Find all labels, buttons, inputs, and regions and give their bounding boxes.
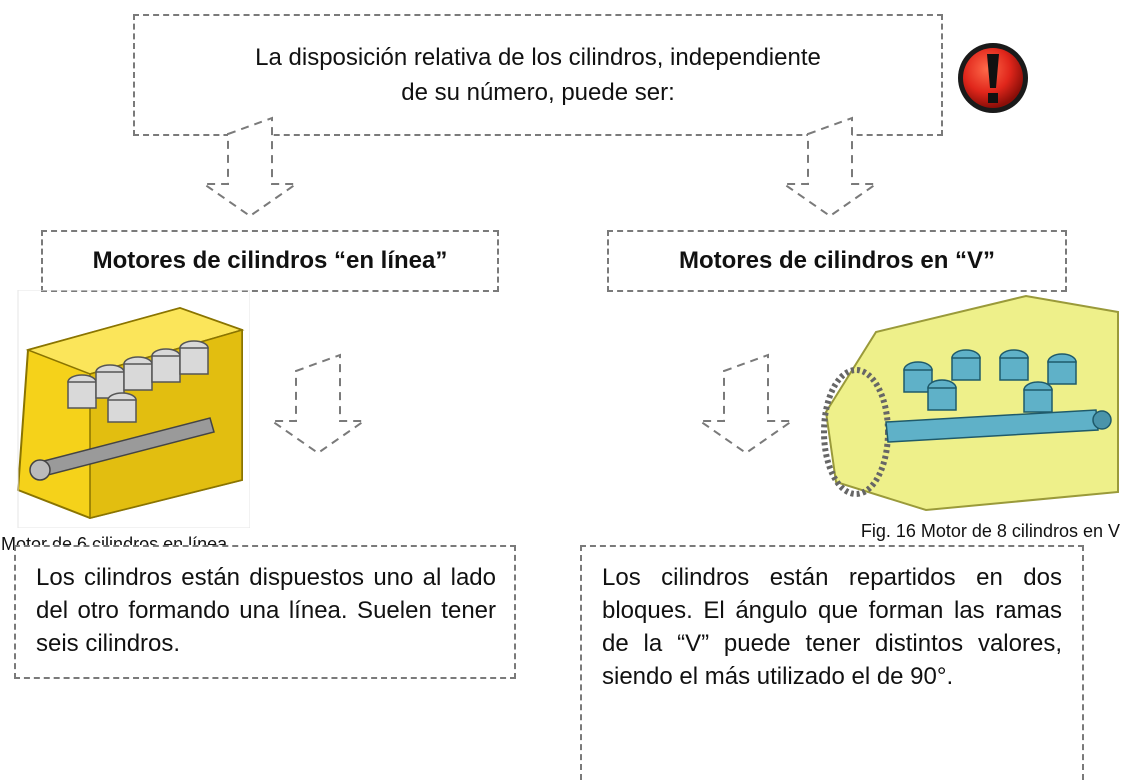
inline-engines-description-box: Los cilindros están dispuestos uno al la… — [14, 545, 516, 679]
dashed-down-arrow-icon — [200, 116, 300, 218]
v-engines-heading-box: Motores de cilindros en “V” — [607, 230, 1067, 292]
inline-engines-heading-box: Motores de cilindros “en línea” — [41, 230, 499, 292]
inline-engine-illustration — [16, 290, 250, 528]
v-engine-caption: Fig. 16 Motor de 8 cilindros en V — [860, 521, 1120, 541]
dashed-down-arrow-icon — [268, 353, 368, 455]
inline-engines-description: Los cilindros están dispuestos uno al la… — [36, 564, 496, 657]
intro-text: La disposición relativa de los cilindros… — [255, 44, 821, 106]
intro-box: La disposición relativa de los cilindros… — [133, 14, 943, 136]
v-engines-heading: Motores de cilindros en “V” — [678, 247, 996, 274]
dashed-down-arrow-icon — [780, 116, 880, 218]
v-engine-illustration — [821, 294, 1119, 512]
exclamation-warning-icon — [958, 43, 1028, 113]
v-engines-description-box: Los cilindros están repartidos en dos bl… — [580, 545, 1084, 780]
dashed-down-arrow-icon — [696, 353, 796, 455]
v-engines-description: Los cilindros están repartidos en dos bl… — [602, 564, 1062, 690]
inline-engines-heading: Motores de cilindros “en línea” — [92, 247, 448, 274]
